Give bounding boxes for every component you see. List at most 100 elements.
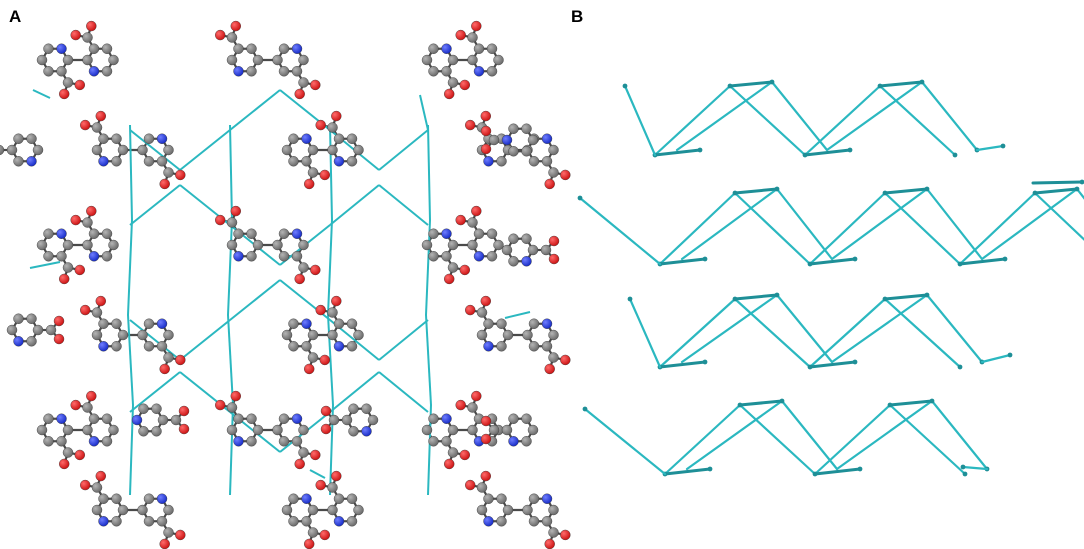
network-node [952, 152, 958, 158]
oxygen-atom [465, 479, 476, 491]
network-node [1074, 186, 1080, 192]
metal-link-bond [425, 314, 432, 406]
nitrogen-atom [13, 336, 24, 347]
network-node [882, 296, 888, 302]
nitrogen-atom [521, 256, 532, 267]
carbon-atom [88, 413, 100, 424]
nitrogen-atom [56, 228, 67, 239]
carbon-atom [117, 504, 129, 516]
carbon-atom [548, 144, 559, 156]
carbon-atom [307, 352, 319, 363]
carbon-atom [348, 403, 359, 414]
oxygen-atom [230, 205, 241, 217]
metal-link-bond [227, 314, 234, 406]
carbon-atom [541, 156, 553, 167]
carbon-atom [278, 43, 290, 54]
carbon-atom [486, 251, 498, 262]
metal-link-bond [419, 94, 429, 131]
carbon-atom [91, 122, 103, 133]
carbon-atom [156, 156, 168, 167]
network-node [727, 83, 733, 89]
network-edge [808, 191, 887, 266]
network-node [882, 190, 888, 196]
carbon-atom [111, 156, 122, 167]
carbon-atom [288, 156, 299, 167]
carbon-atom [111, 341, 122, 352]
oxygen-atom [315, 479, 326, 491]
oxygen-atom [95, 470, 106, 482]
carbon-atom [36, 54, 48, 66]
carbon-atom [428, 66, 439, 77]
metal-link-bond [229, 404, 234, 496]
network-node [812, 471, 818, 477]
oxygen-atom [480, 433, 492, 445]
nitrogen-atom [508, 436, 519, 447]
metal-link-bond [32, 89, 51, 99]
panel-a-label: A [9, 7, 22, 26]
nitrogen-atom [88, 251, 100, 262]
carbon-atom [26, 313, 37, 324]
carbon-atom [301, 156, 312, 167]
nitrogen-atom [483, 516, 494, 527]
network-node [622, 83, 628, 89]
network-node [577, 195, 583, 201]
carbon-atom [43, 413, 54, 424]
network-edge [680, 293, 779, 364]
network-node [732, 190, 738, 196]
carbon-atom [501, 244, 513, 256]
carbon-atom [143, 156, 155, 167]
network-node [1007, 352, 1013, 358]
oxygen-atom [444, 88, 455, 100]
carbon-atom [508, 146, 519, 157]
oxygen-atom [480, 125, 492, 137]
carbon-atom [528, 493, 540, 504]
carbon-atom [476, 504, 488, 516]
nitrogen-atom [98, 341, 109, 352]
oxygen-atom [53, 315, 65, 327]
network-edge [680, 187, 779, 261]
network-edge [980, 187, 1079, 261]
carbon-atom [327, 482, 338, 493]
oxygen-atom [86, 390, 97, 402]
carbon-atom [467, 217, 478, 228]
carbon-atom [467, 32, 478, 43]
oxygen-atom [315, 304, 326, 316]
nitrogen-atom [301, 318, 312, 329]
nitrogen-atom [291, 413, 303, 424]
carbon-atom [32, 324, 44, 336]
carbon-atom [291, 251, 303, 262]
carbon-atom [108, 54, 119, 66]
oxygen-atom [159, 178, 170, 190]
carbon-atom [327, 504, 338, 516]
oxygen-atom [480, 110, 491, 122]
metal-link-bond [229, 124, 233, 221]
carbon-atom [143, 318, 155, 329]
network-node [807, 261, 813, 267]
carbon-atom [298, 239, 309, 251]
carbon-atom [488, 424, 500, 436]
network-edge [658, 191, 737, 266]
nitrogen-atom [541, 133, 553, 144]
carbon-atom [288, 341, 299, 352]
carbon-atom [98, 493, 109, 504]
carbon-atom [226, 239, 238, 251]
network-edge [961, 465, 989, 471]
network-edge [925, 293, 984, 364]
network-edge [658, 360, 707, 369]
carbon-atom [278, 413, 290, 424]
oxygen-atom [471, 390, 482, 402]
carbon-atom [143, 493, 155, 504]
carbon-atom [26, 133, 37, 144]
network-edge [733, 297, 812, 369]
carbon-atom [91, 307, 103, 318]
carbon-atom [246, 43, 257, 54]
carbon-atom [548, 527, 559, 538]
carbon-atom [111, 318, 122, 329]
carbon-atom [101, 43, 113, 54]
carbon-atom [307, 504, 319, 516]
carbon-atom [0, 144, 5, 156]
nitrogen-atom [233, 251, 244, 262]
carbon-atom [522, 504, 533, 516]
metal-link-bond [129, 129, 181, 171]
carbon-atom [483, 318, 494, 329]
